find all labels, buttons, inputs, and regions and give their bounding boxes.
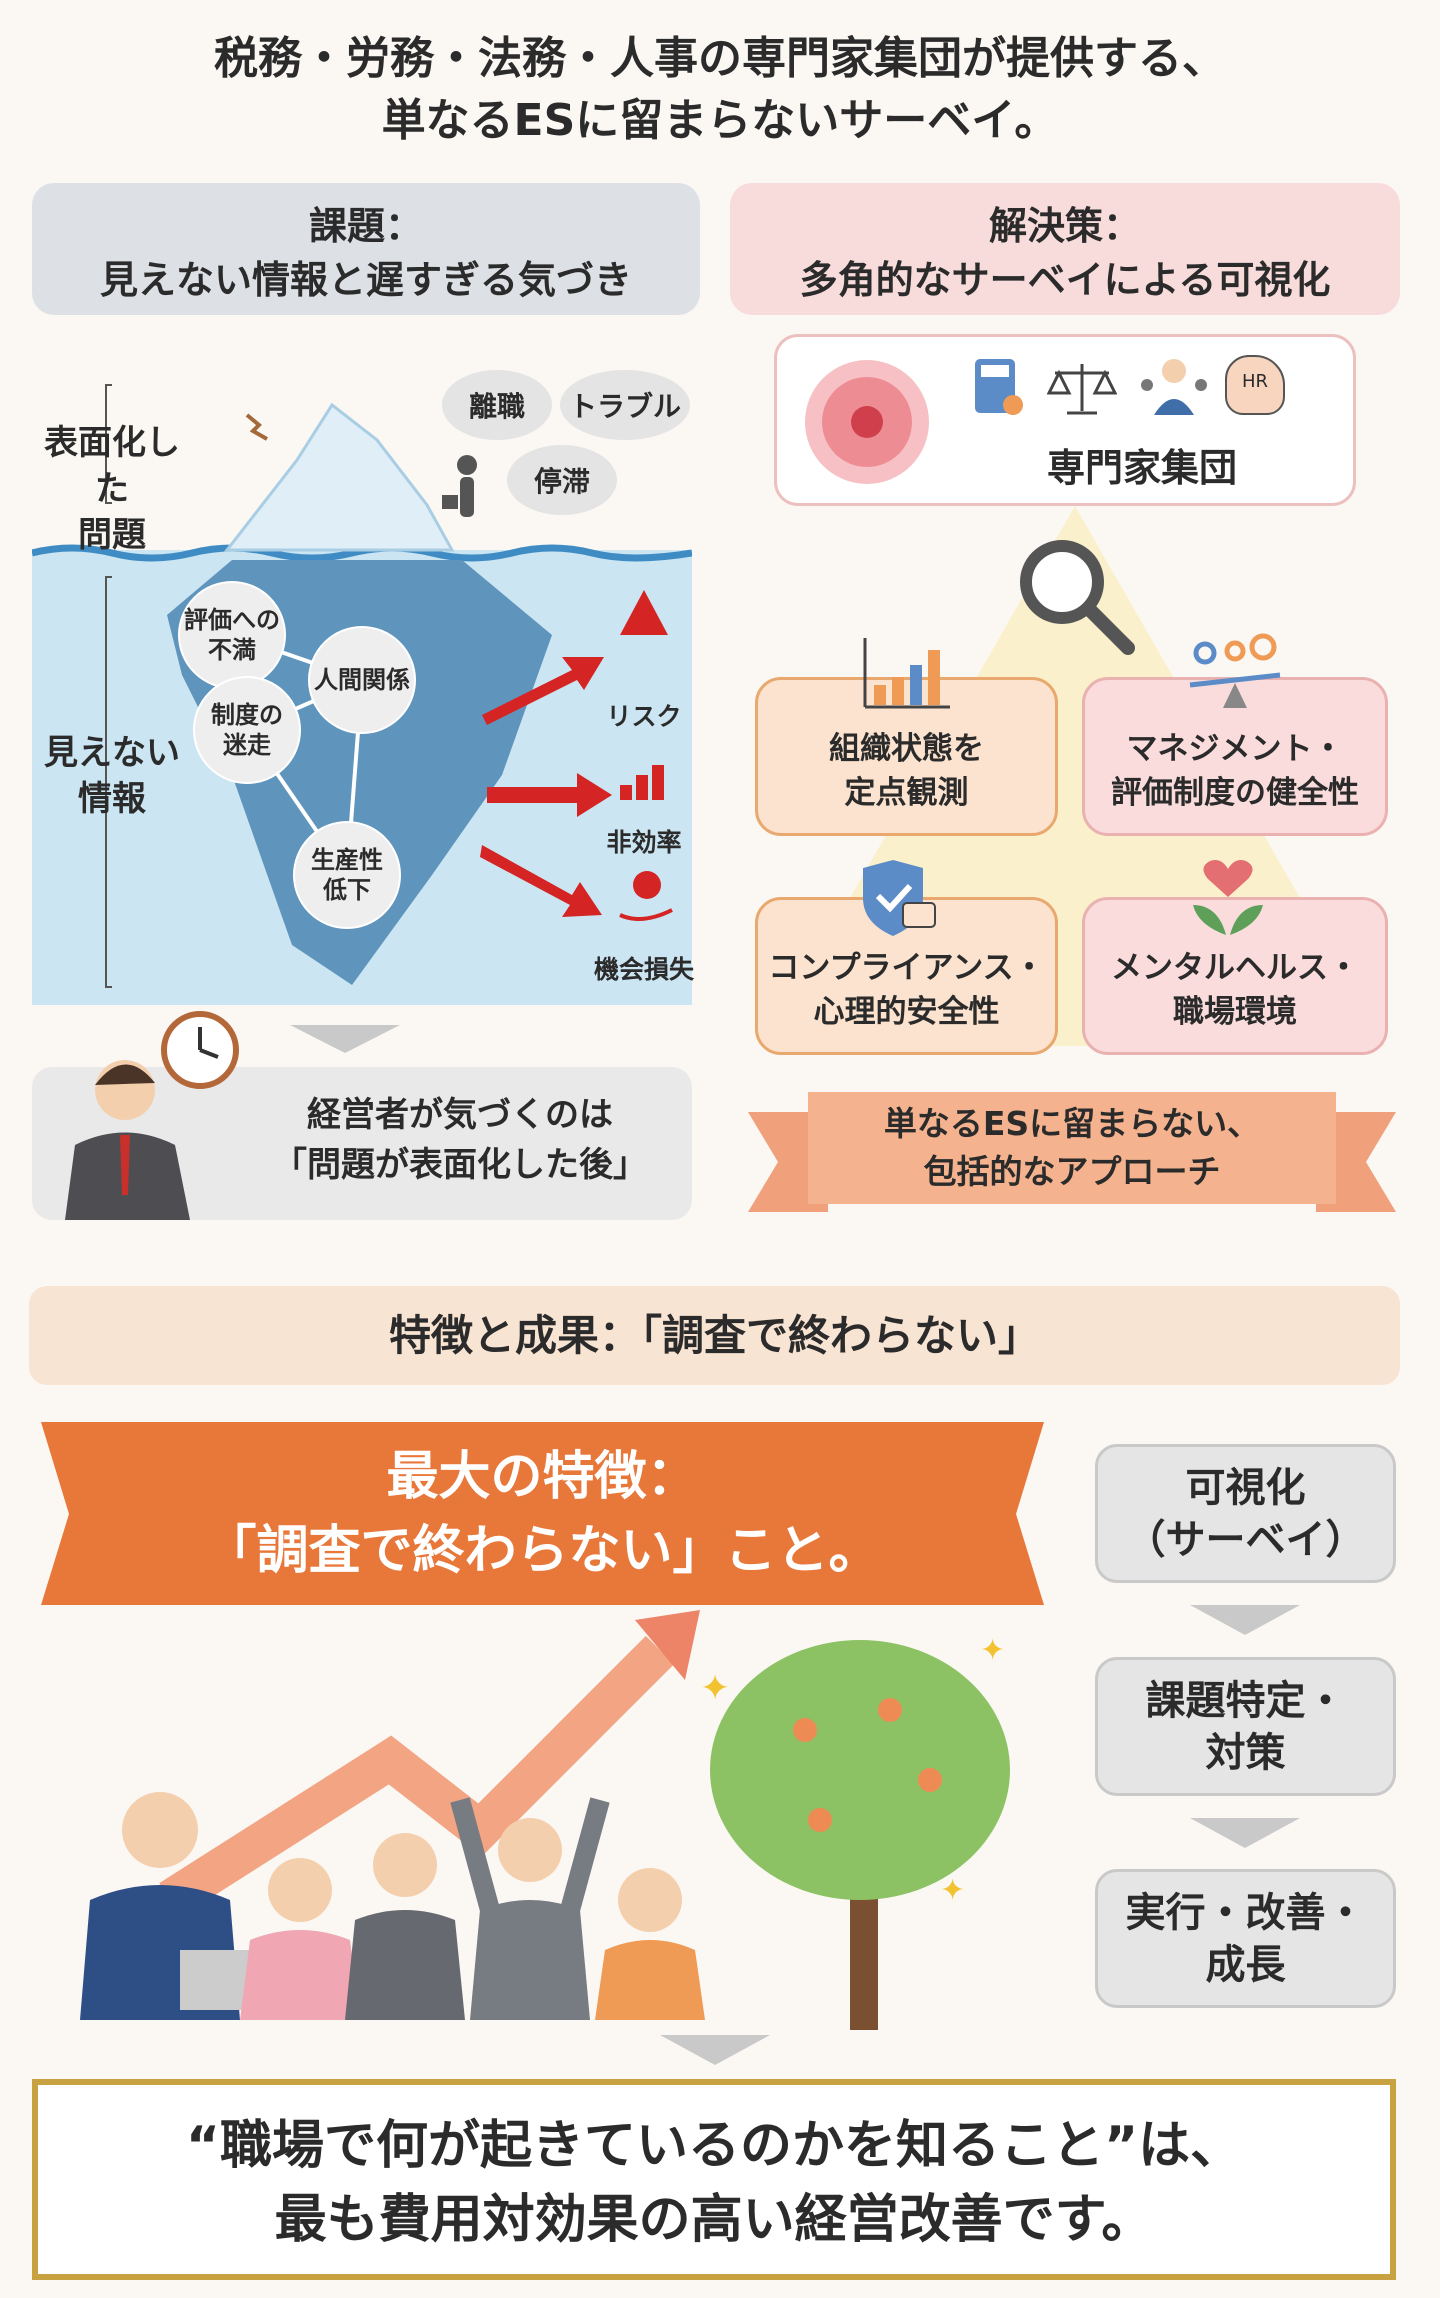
scales-of-justice-icon [1047,364,1117,415]
problem-header-label: 課題： [308,204,423,248]
bubble-stagnation: 停滞 [507,445,617,515]
ribbon-text: 単なるESに留まらない、包括的なアプローチ [883,1104,1261,1191]
chart-up-icon [620,765,664,800]
hr-head-icon: HR [1225,355,1285,415]
heart-leaves-icon [1193,860,1263,935]
gears-balance-icon [1189,633,1281,708]
card-org-monitoring: 組織状態を定点観測 [755,677,1058,836]
iceberg-diagram: 表面化した問題 見えない情報 離職 トラブル 停滞 評価への不満 人間関係 制度… [32,345,694,1005]
walking-person-icon [442,455,477,517]
node-productivity-decline: 生産性低下 [293,821,401,929]
hidden-info-label: 見えない情報 [44,733,180,819]
node-system-confusion: 制度の迷走 [193,676,301,784]
page-title: 税務・労務・法務・人事の専門家集団が提供する、 単なるESに留まらないサーベイ。 [0,28,1440,152]
node-relationships: 人間関係 [308,626,416,734]
outcome-risk: リスク [606,702,682,731]
down-arrow-icon [1190,1818,1300,1848]
manager-message: 経営者が気づくのは「問題が表面化した後」 [273,1095,647,1185]
team-growth-illustration: ✦ ✦ ✦ [80,1610,1010,2030]
bar-chart-icon [863,638,950,709]
features-section-title: 特徴と成果：「調査で終わらない」 [29,1286,1400,1385]
solution-header-text: 多角的なサーベイによる可視化 [799,258,1331,302]
calculator-icon [975,359,1023,415]
problem-header: 課題： 見えない情報と遅すぎる気づき [32,183,700,315]
business-team-icon [1141,359,1207,415]
bubble-trouble: トラブル [560,370,690,440]
node-evaluation-dissatisfaction: 評価への不満 [178,581,286,689]
worried-manager-icon [65,1011,239,1220]
flow-step-issue-identification: 課題特定・対策 [1095,1657,1396,1796]
warning-icon [620,590,668,635]
flower-logo-icon [805,360,929,484]
solution-header: 解決策： 多角的なサーベイによる可視化 [730,183,1400,315]
expert-group-box: HR 専門家集団 [774,334,1356,506]
feature-banner-text: 最大の特徴：「調査で終わらない」こと。 [204,1447,881,1581]
title-line-1: 税務・労務・法務・人事の専門家集団が提供する、 [214,33,1226,84]
card-mental-health: メンタルヘルス・職場環境 [1082,897,1388,1055]
conclusion-line-2: 最も費用対効果の高い経営改善です。 [274,2190,1154,2250]
shield-check-icon [863,860,936,936]
conclusion-line-1: “職場で何が起きているのかを知ること”は、 [185,2116,1243,2176]
down-arrow-icon [290,1025,400,1053]
expert-group-label: 専門家集団 [1046,446,1237,490]
down-arrow-icon [660,2035,770,2065]
magnifier-icon [1020,540,1135,655]
outcome-inefficiency: 非効率 [606,828,682,857]
conclusion-box: “職場で何が起きているのかを知ること”は、 最も費用対効果の高い経営改善です。 [32,2079,1396,2280]
surface-problem-label: 表面化した問題 [44,423,180,555]
outcome-opportunity-loss: 機会損失 [593,955,694,984]
title-line-2: 単なるESに留まらないサーベイ。 [381,95,1059,146]
svg-text:✦: ✦ [700,1668,730,1709]
business-people [80,1792,705,2020]
svg-text:✦: ✦ [940,1873,965,1908]
flow-step-execution-growth: 実行・改善・成長 [1095,1869,1396,2008]
ribbon-banner [748,1092,1396,1212]
feature-banner [41,1422,1044,1605]
problem-header-text: 見えない情報と遅すぎる気づき [99,258,632,302]
down-arrow-icon [1190,1605,1300,1635]
hand-pie-icon [619,871,673,921]
svg-text:✦: ✦ [980,1633,1005,1668]
solution-header-label: 解決策： [988,204,1141,248]
flow-step-visualization: 可視化（サーベイ） [1095,1444,1396,1583]
bubble-turnover: 離職 [442,370,552,440]
